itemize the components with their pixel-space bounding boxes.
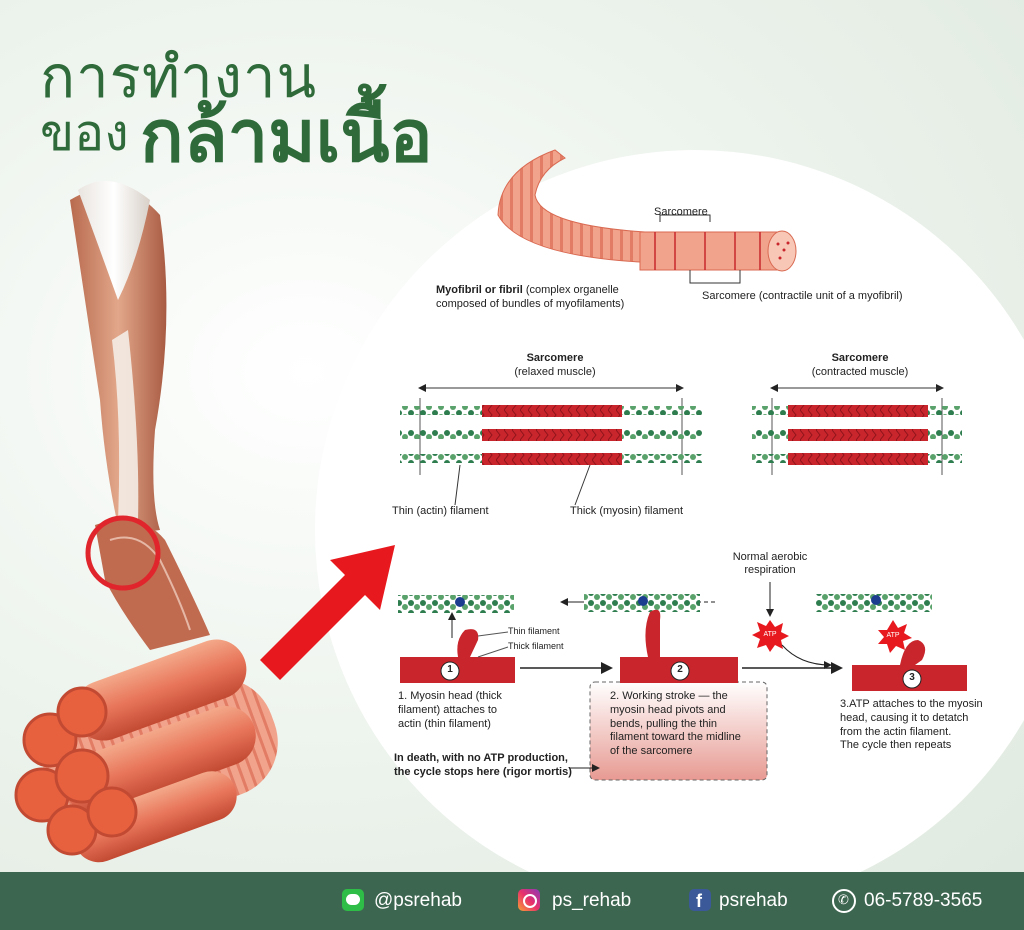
myofibril-label: Myofibril or fibril (complex organelle c… [436, 284, 624, 312]
footer-instagram-handle[interactable]: ps_rehab [552, 890, 632, 911]
footer-phone-number[interactable]: 06-5789-3565 [864, 890, 983, 911]
step-3-line: 3.ATP attaches to the myosin [840, 698, 983, 710]
aerobic-label-2: respiration [744, 564, 796, 576]
contracted-sarcomere [752, 384, 962, 475]
rigor-mortis-text: In death, with no ATP production, the cy… [394, 752, 572, 780]
step-2-line: filament toward the midline [610, 731, 741, 744]
title-line-2b: กล้ามเนื้อ [140, 94, 433, 178]
relaxed-title: Sarcomere [526, 352, 584, 364]
myofibril-label-line2: composed of bundles of myofilaments) [436, 297, 625, 310]
sarcomere-unit-label: Sarcomere (contractile unit of a myofibr… [702, 290, 903, 302]
cross-bridge-cycle [398, 582, 967, 781]
step-1-number: 1 [447, 664, 453, 675]
myofibril-sarcomere-label: Sarcomere [654, 206, 708, 218]
phone-icon[interactable]: ✆ [832, 889, 856, 913]
rigor-line: the cycle stops here (rigor mortis) [394, 765, 572, 778]
myofibril-illustration [497, 149, 797, 284]
step-2-line: myosin head pivots and [610, 703, 726, 716]
atp-label-step3: ATP [886, 632, 900, 639]
step-3-number: 3 [909, 672, 915, 683]
muscle-fiber-bundle [14, 639, 278, 863]
contracted-subtitle: (contracted muscle) [811, 366, 909, 378]
myofibril-label-rest: (complex organelle [522, 284, 619, 296]
thin-filament-small-label: Thin filament [508, 626, 560, 636]
step-2-line: of the sarcomere [610, 745, 693, 757]
footer-line-handle[interactable]: @psrehab [374, 890, 462, 911]
diagram-circle [315, 150, 1024, 910]
thick-filament-label: Thick (myosin) filament [570, 505, 684, 517]
myofibril-label-bold: Myofibril or fibril [436, 284, 523, 296]
title-line-1: การทำงาน [40, 43, 318, 111]
thin-filament-label: Thin (actin) filament [392, 505, 489, 517]
step-1-text: 1. Myosin head (thick filament) attaches… [398, 690, 502, 731]
step-3-line: The cycle then repeats [840, 739, 952, 752]
thick-filament-small-label: Thick filament [508, 641, 564, 651]
facebook-icon[interactable]: f [689, 889, 711, 911]
line-icon[interactable] [342, 889, 364, 911]
atp-label-middle: ATP [763, 631, 777, 638]
step-2-number: 2 [677, 664, 683, 675]
step-3-line: from the actin filament. [840, 725, 952, 738]
step-1-line: actin (thin filament) [398, 717, 491, 730]
title-line-2a: ของ [40, 104, 129, 162]
relaxed-subtitle: (relaxed muscle) [514, 366, 596, 378]
footer-facebook-handle[interactable]: psrehab [719, 890, 788, 911]
rigor-line: In death, with no ATP production, [394, 752, 568, 764]
step-3-line: head, causing it to detatch [840, 711, 969, 724]
instagram-icon[interactable] [518, 889, 540, 911]
step-2-line: 2. Working stroke — the [610, 690, 728, 702]
relaxed-sarcomere [400, 384, 702, 506]
step-1-line: filament) attaches to [398, 703, 498, 716]
leg-muscle-illustration [70, 181, 210, 650]
step-2-text: 2. Working stroke — the myosin head pivo… [610, 690, 741, 759]
step-3-text: 3.ATP attaches to the myosin head, causi… [840, 698, 983, 753]
zoom-arrow [260, 545, 395, 680]
contracted-title: Sarcomere [831, 352, 889, 364]
step-1-line: 1. Myosin head (thick [398, 690, 502, 702]
step-2-line: bends, pulling the thin [610, 717, 718, 730]
aerobic-label-1: Normal aerobic [732, 551, 808, 563]
